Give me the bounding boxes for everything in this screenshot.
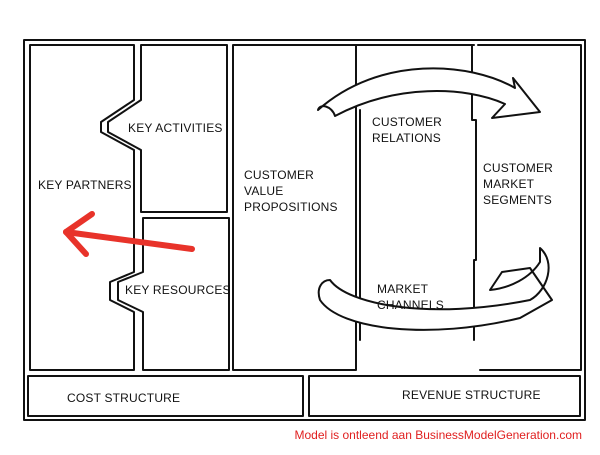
revenue-structure-label: REVENUE STRUCTURE [402, 388, 541, 402]
market-segments-block [477, 44, 582, 371]
key-resources-label: KEY RESOURCES [125, 283, 231, 297]
key-activities-block [107, 44, 228, 213]
key-resources-block [117, 217, 230, 371]
market-channels-label: MARKET CHANNELS [377, 282, 444, 312]
cost-structure-label: COST STRUCTURE [67, 391, 181, 405]
upper-curved-arrow-icon [317, 67, 541, 119]
revenue-structure-block [308, 375, 581, 417]
lower-curved-arrow-icon [317, 247, 553, 331]
customer-relations-label: CUSTOMER RELATIONS [372, 115, 443, 145]
cost-structure-block [27, 375, 304, 417]
market-segments-label: CUSTOMER MARKET SEGMENTS [483, 161, 554, 207]
source-credit: Model is ontleend aan BusinessModelGener… [294, 428, 582, 442]
channels-right-edge [471, 44, 477, 341]
key-partners-label: KEY PARTNERS [38, 178, 132, 192]
red-left-arrow-icon [63, 211, 195, 257]
key-activities-label: KEY ACTIVITIES [128, 121, 223, 135]
value-propositions-block [232, 44, 357, 371]
value-propositions-label: CUSTOMER VALUE PROPOSITIONS [244, 168, 338, 214]
key-partners-block [29, 44, 135, 371]
canvas-outer-frame [23, 39, 586, 421]
